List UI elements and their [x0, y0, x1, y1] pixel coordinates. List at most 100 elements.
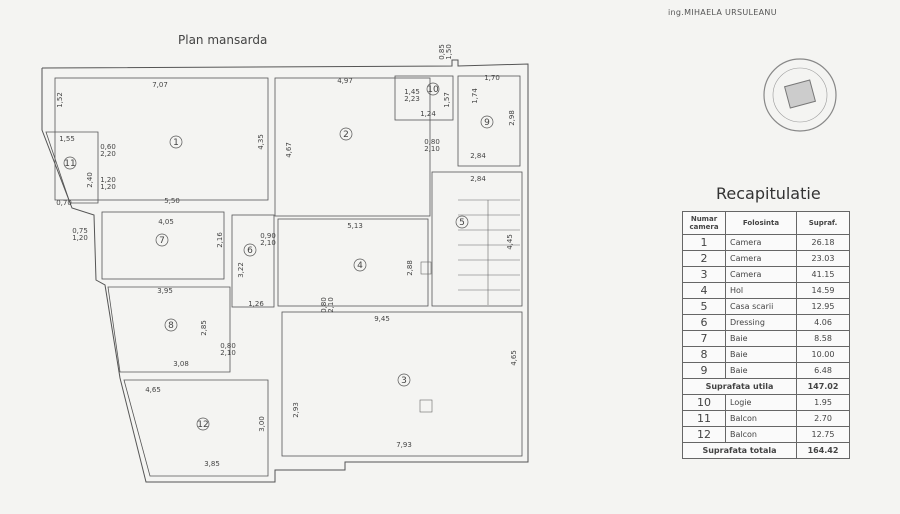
dimension-label: 3,85	[204, 460, 220, 468]
cell-use: Dressing	[725, 314, 797, 331]
summary-label: Suprafata utila	[682, 378, 797, 395]
dimension-label: 2,10	[424, 145, 440, 153]
dimension-label: 1,20	[100, 176, 116, 184]
room-number-label: 6	[247, 246, 253, 256]
dimension-label: 3,22	[237, 262, 245, 278]
summary-value: 164.42	[796, 442, 850, 459]
room-number-5: 5	[455, 215, 469, 229]
room-marker-circle	[63, 156, 77, 170]
cell-use: Camera	[725, 266, 797, 283]
cell-use: Balcon	[725, 426, 797, 443]
cell-area: 8.58	[796, 330, 850, 347]
dimension-label: 1,70	[484, 74, 500, 82]
dimension-label: 2,93	[292, 402, 300, 418]
dimension-label: 0,90	[260, 232, 276, 240]
room-number-8: 8	[164, 318, 178, 332]
dimension-label: 2,10	[260, 239, 276, 247]
dimension-label: 2,23	[404, 95, 420, 103]
cell-area: 14.59	[796, 282, 850, 299]
room-number-label: 10	[427, 85, 439, 95]
header-number: Numar camera	[682, 211, 726, 235]
dimension-label: 1,24	[420, 110, 436, 118]
dimension-label: 2,98	[508, 110, 516, 126]
cell-use: Baie	[725, 346, 797, 363]
walls	[41, 59, 529, 483]
cell-number: 2	[682, 250, 726, 267]
cell-number: 3	[682, 266, 726, 283]
room-number-2: 2	[339, 127, 353, 141]
cell-use: Casa scarii	[725, 298, 797, 315]
summary-label: Suprafata totala	[682, 442, 797, 459]
dimension-label: 0,80	[220, 342, 236, 350]
dimension-label: 2,84	[470, 175, 486, 183]
room-number-10: 10	[426, 82, 440, 96]
cell-number: 12	[682, 426, 726, 443]
table-header-row: Numar camera Folosinta Supraf.	[682, 211, 850, 235]
room-number-12: 12	[196, 417, 210, 431]
cell-use: Camera	[725, 234, 797, 251]
room-marker-circle	[353, 258, 367, 272]
cell-area: 10.00	[796, 346, 850, 363]
dimension-label: 0,85	[438, 44, 446, 60]
cell-number: 7	[682, 330, 726, 347]
cell-area: 23.03	[796, 250, 850, 267]
dimension-label: 3,00	[258, 416, 266, 432]
cell-number: 10	[682, 394, 726, 411]
dimension-label: 0,80	[424, 138, 440, 146]
dimension-label: 0,60	[100, 143, 116, 151]
header-area: Supraf.	[796, 211, 850, 235]
dimension-label: 0,80	[320, 297, 328, 313]
dimension-label: 1,20	[100, 183, 116, 191]
cell-use: Baie	[725, 330, 797, 347]
room-number-label: 7	[159, 236, 165, 246]
dimension-label: 1,55	[59, 135, 75, 143]
room-marker-circle	[339, 127, 353, 141]
room-marker-circle	[196, 417, 210, 431]
dimension-label: 5,13	[347, 222, 363, 230]
dimension-label: 3,95	[157, 287, 173, 295]
cell-number: 4	[682, 282, 726, 299]
dimension-label: 9,45	[374, 315, 390, 323]
room-marker-circle	[397, 373, 411, 387]
room-number-11: 11	[63, 156, 77, 170]
room-number-7: 7	[155, 233, 169, 247]
room-number-3: 3	[397, 373, 411, 387]
cell-area: 12.75	[796, 426, 850, 443]
room-marker-circle	[426, 82, 440, 96]
dimension-label: 4,65	[510, 350, 518, 366]
cell-number: 6	[682, 314, 726, 331]
dimension-label: 3,08	[173, 360, 189, 368]
dimension-label: 2,85	[200, 320, 208, 336]
recap-title: Recapitulatie	[716, 184, 821, 203]
cell-number: 9	[682, 362, 726, 379]
dimension-label: 1,50	[445, 44, 453, 60]
dimension-label: 2,10	[220, 349, 236, 357]
room-marker-circle	[164, 318, 178, 332]
room-number-9: 9	[480, 115, 494, 129]
room-marker-circle	[480, 115, 494, 129]
cell-use: Hol	[725, 282, 797, 299]
header-use: Folosinta	[725, 211, 797, 235]
official-stamp	[763, 58, 837, 132]
cell-area: 6.48	[796, 362, 850, 379]
dimension-label: 0,75	[72, 227, 88, 235]
cell-area: 2.70	[796, 410, 850, 427]
dimension-label: 4,67	[285, 142, 293, 158]
dimension-label: 7,93	[396, 441, 412, 449]
dimension-label: 4,35	[257, 134, 265, 150]
dimension-label: 4,05	[158, 218, 174, 226]
dimension-label: 1,26	[248, 300, 264, 308]
dimension-label: 1,45	[404, 88, 420, 96]
